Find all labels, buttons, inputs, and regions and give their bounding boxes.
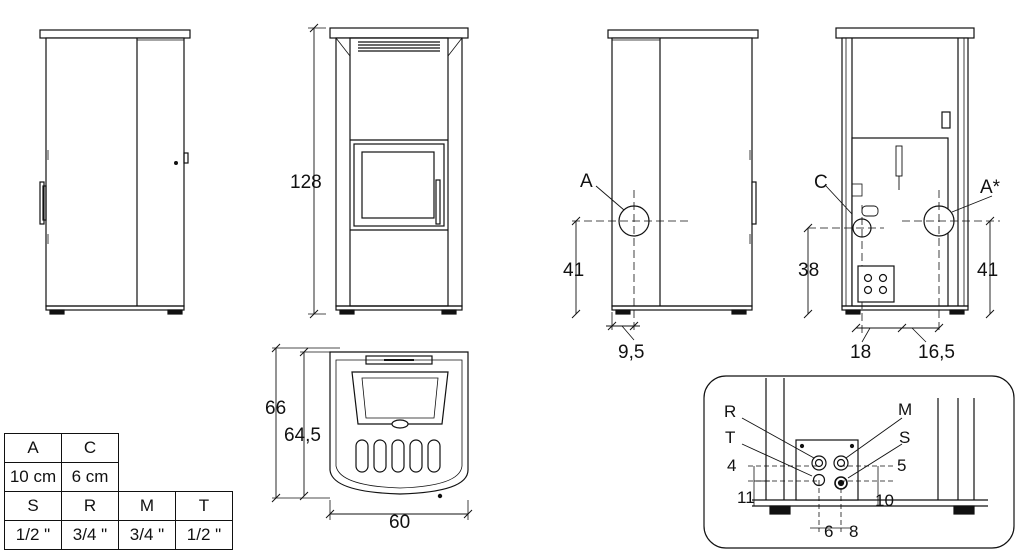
table1-value-c: 6 cm xyxy=(61,462,119,492)
table2-header-m: M xyxy=(118,491,176,521)
dim-11-label: 11 xyxy=(737,488,755,507)
fittings-size-table: S R M T 1/2 " 3/4 " 3/4 " 1/2 " xyxy=(4,491,233,550)
table2-header-s: S xyxy=(4,491,62,521)
table2-value-m: 3/4 " xyxy=(118,520,176,550)
outlet-offset-left-label: 9,5 xyxy=(618,342,644,363)
rear-offset-a-label: 16,5 xyxy=(918,342,955,363)
dim-6-label: 6 xyxy=(824,522,833,541)
dim-10-label: 10 xyxy=(875,491,894,510)
front-view: 128 xyxy=(290,23,469,319)
flue-diameter-table: A C 10 cm 6 cm xyxy=(4,433,119,492)
rear-offset-c-label: 18 xyxy=(850,342,871,363)
depth-dimension-label: 66 xyxy=(265,398,286,419)
top-view: 66 64,5 60 xyxy=(265,343,473,533)
fitting-m-label: M xyxy=(898,400,912,419)
height-dimension-label: 128 xyxy=(290,172,322,193)
side-view-left xyxy=(39,29,191,315)
dim-8-label: 8 xyxy=(849,522,858,541)
table2-value-s: 1/2 " xyxy=(4,520,62,550)
fitting-t-label: T xyxy=(725,428,735,447)
dim-5-label: 5 xyxy=(897,456,906,475)
depth-inner-dimension-label: 64,5 xyxy=(284,425,321,446)
rear-view: C A* 38 41 18 16,5 xyxy=(798,27,1001,363)
outlet-c-label: C xyxy=(814,172,828,193)
table1-value-a: 10 cm xyxy=(4,462,62,492)
fitting-s-label: S xyxy=(899,428,910,447)
table2-value-t: 1/2 " xyxy=(175,520,233,550)
dim-4-label: 4 xyxy=(727,456,736,475)
outlet-height-rear-a-label: 41 xyxy=(977,260,998,281)
outlet-a-star-label: A* xyxy=(980,177,1001,198)
outlet-a-label: A xyxy=(580,171,593,192)
side-view-right: A 41 9,5 xyxy=(563,29,759,363)
fitting-r-label: R xyxy=(724,402,736,421)
table2-header-t: T xyxy=(175,491,233,521)
connections-detail: R M T S 4 5 11 10 6 8 xyxy=(703,375,1015,549)
table1-header-c: C xyxy=(61,433,119,463)
table1-header-a: A xyxy=(4,433,62,463)
width-dimension-label: 60 xyxy=(389,512,410,533)
outlet-height-rear-c-label: 38 xyxy=(798,260,819,281)
outlet-height-left-label: 41 xyxy=(563,260,584,281)
table2-header-r: R xyxy=(61,491,119,521)
table2-value-r: 3/4 " xyxy=(61,520,119,550)
